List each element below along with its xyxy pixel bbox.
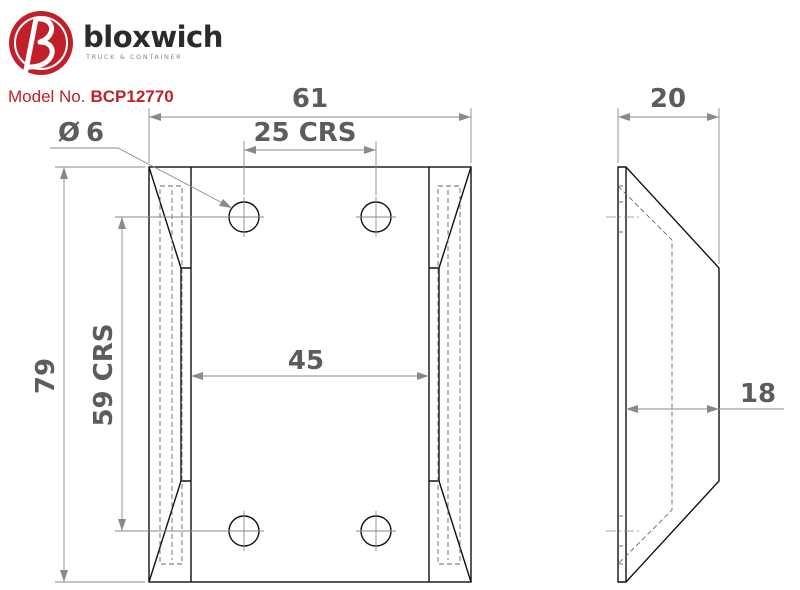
model-label: Model No. bbox=[8, 87, 85, 106]
brand-logo: bloxwich TRUCK & CONTAINER bbox=[9, 11, 223, 75]
side-outline bbox=[617, 166, 720, 583]
bloxwich-b-logo-icon bbox=[9, 11, 73, 75]
dim-overall-width: 61 bbox=[148, 84, 472, 163]
side-inner-depth-label: 18 bbox=[740, 379, 776, 409]
dim-side-depth: 20 bbox=[617, 84, 720, 264]
hole-spacing-horizontal-label: 25 CRS bbox=[253, 118, 356, 148]
side-view: 20 18 bbox=[606, 84, 784, 583]
hole-bottom-right bbox=[356, 511, 396, 551]
right-chamfer-bottom bbox=[429, 480, 472, 583]
brand-tagline: TRUCK & CONTAINER bbox=[85, 53, 182, 61]
inner-width-label: 45 bbox=[288, 346, 324, 376]
overall-height-label: 79 bbox=[31, 358, 61, 394]
hole-bottom-left bbox=[224, 511, 264, 551]
hole-top-right bbox=[356, 197, 396, 237]
right-hidden-pocket bbox=[437, 185, 461, 565]
left-chamfer-top bbox=[148, 166, 191, 269]
dim-inner-width: 45 bbox=[191, 346, 429, 380]
model-number: BCP12770 bbox=[90, 87, 173, 106]
dim-hole-diameter: Ø 6 bbox=[50, 118, 233, 209]
brand-name: bloxwich bbox=[83, 20, 223, 54]
diameter-symbol: Ø bbox=[58, 118, 80, 148]
front-view: 61 25 CRS Ø 6 79 bbox=[31, 84, 472, 583]
left-hidden-pocket bbox=[159, 185, 183, 565]
dim-overall-height: 79 bbox=[31, 166, 145, 583]
dim-hole-spacing-horizontal: 25 CRS bbox=[243, 118, 377, 195]
side-hidden-profile bbox=[617, 185, 673, 565]
dim-side-inner-depth: 18 bbox=[626, 379, 784, 413]
hole-spacing-vertical-label: 59 CRS bbox=[89, 323, 119, 426]
dim-hole-spacing-vertical: 59 CRS bbox=[89, 216, 226, 532]
right-chamfer-top bbox=[429, 166, 472, 269]
side-depth-label: 20 bbox=[650, 84, 686, 114]
hole-top-left bbox=[224, 197, 264, 237]
front-outline bbox=[148, 166, 472, 583]
model-number-line: Model No. BCP12770 bbox=[8, 87, 174, 106]
hole-diameter-label: 6 bbox=[86, 118, 104, 148]
left-chamfer-bottom bbox=[148, 480, 191, 583]
overall-width-label: 61 bbox=[292, 84, 328, 114]
